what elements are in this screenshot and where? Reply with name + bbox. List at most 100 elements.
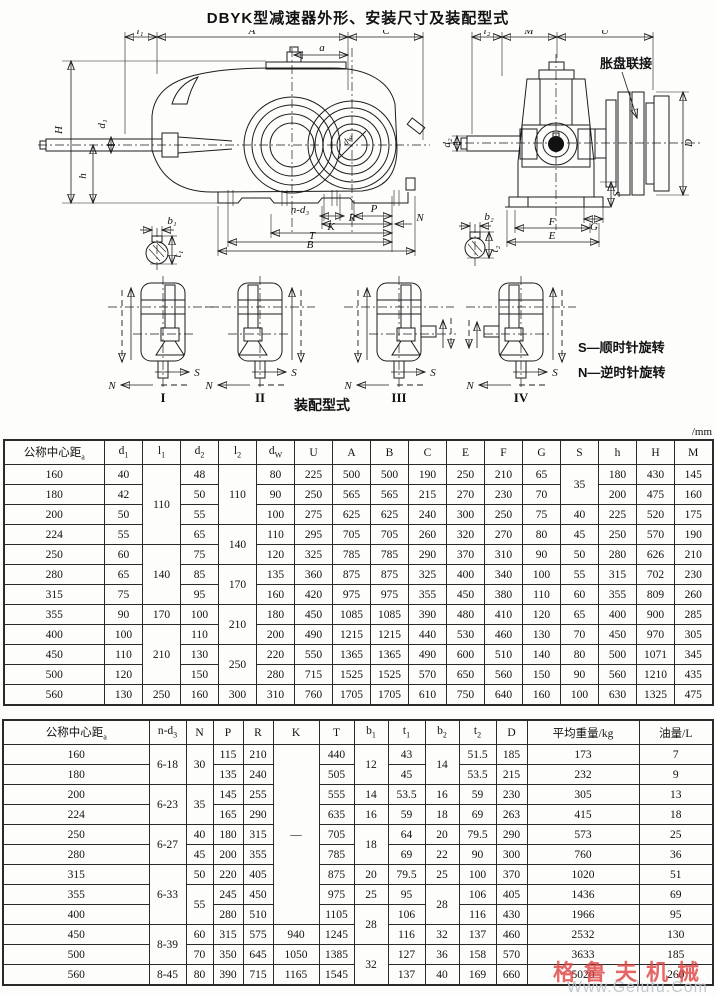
table-cell: 875: [332, 564, 371, 585]
table-cell: 215: [408, 484, 447, 505]
table-cell: 560: [598, 664, 637, 685]
table-cell: 705: [370, 524, 409, 545]
table-cell: 650: [446, 664, 485, 685]
column-header: P: [212, 719, 244, 745]
table-cell: 355: [598, 584, 637, 605]
table-cell: 215: [495, 764, 528, 785]
table-cell: 970: [636, 624, 675, 645]
column-header: T: [318, 719, 355, 745]
dim-label-P: P: [370, 203, 378, 215]
table-cell: 224: [3, 524, 105, 545]
table-cell: 106: [458, 884, 497, 905]
table-cell: 550: [294, 644, 333, 665]
assembly-type-numeral: II: [255, 390, 265, 405]
table-cell: 715: [242, 964, 274, 986]
table-cell: 145: [674, 464, 713, 485]
table-cell: 180: [3, 484, 105, 505]
table-cell: 290: [242, 804, 274, 825]
table-cell: 55: [104, 524, 143, 545]
table-cell: 440: [408, 624, 447, 645]
table-cell: 65: [522, 464, 561, 485]
dim-label-G: G: [590, 221, 598, 233]
table-cell: 18: [638, 804, 714, 825]
table-cell: 100: [104, 624, 143, 645]
table-cell: 530: [446, 624, 485, 645]
table-cell: 570: [408, 664, 447, 685]
table-cell: 555: [318, 784, 355, 805]
table-cell: 325: [408, 564, 447, 585]
table-cell: 450: [446, 584, 485, 605]
table-cell: 785: [370, 544, 409, 565]
table-cell: 7: [638, 744, 714, 765]
table-cell: 975: [318, 884, 355, 905]
table-cell: 173: [526, 744, 640, 765]
table-cell: 90: [522, 544, 561, 565]
column-header: d2: [180, 439, 219, 465]
table-cell: 380: [484, 584, 523, 605]
table-cell: 1020: [526, 864, 640, 885]
table-cell: 263: [495, 804, 528, 825]
table-cell: 130: [104, 684, 143, 706]
table-cell: 400: [3, 624, 105, 645]
assembly-diagram-2: S N II: [204, 276, 315, 405]
table-cell: 420: [294, 584, 333, 605]
table-cell: 560: [2, 964, 150, 986]
column-header: U: [294, 439, 333, 465]
table-cell: 60: [104, 544, 143, 565]
table-cell: 45: [387, 764, 426, 785]
table-cell: 640: [484, 684, 523, 706]
table-cell: 480: [446, 604, 485, 625]
table-cell: 70: [560, 624, 599, 645]
table-cell: 305: [674, 624, 713, 645]
table-cell: 110: [104, 644, 143, 665]
table-cell: 135: [256, 564, 295, 585]
table-cell: 940: [272, 924, 320, 945]
table-cell: 430: [495, 904, 528, 925]
table-cell: 520: [636, 504, 675, 525]
table-cell: 6-33: [148, 864, 187, 925]
table-cell: 280: [2, 844, 150, 865]
assembly-type-numeral: III: [391, 390, 406, 405]
technical-drawing: dw l₁ A C a: [38, 30, 700, 413]
dim-label-S: S: [611, 191, 623, 197]
table-cell: 80: [560, 644, 599, 665]
table-cell: 180: [2, 764, 150, 785]
table-cell: 53.5: [387, 784, 426, 805]
table-cell: 50: [180, 484, 219, 505]
column-header: 公称中心距a: [3, 439, 105, 465]
table-cell: 1215: [370, 624, 409, 645]
table-cell: 573: [526, 824, 640, 845]
table-cell: 50: [185, 864, 214, 885]
table-cell: 25: [424, 864, 460, 885]
table-cell: 575: [242, 924, 274, 945]
dim-label-T: T: [309, 230, 316, 242]
table-cell: 130: [638, 924, 714, 945]
table-cell: 55: [185, 884, 214, 925]
table-cell: 300: [495, 844, 528, 865]
unit-note: /mm: [691, 426, 712, 438]
table-cell: 85: [180, 564, 219, 585]
table-cell: 18: [353, 824, 389, 865]
table-cell: 137: [458, 924, 497, 945]
column-header: l1: [142, 439, 181, 465]
table-cell: 110: [522, 584, 561, 605]
table-cell: 22: [424, 844, 460, 865]
table-cell: 450: [3, 644, 105, 665]
table-cell: 1966: [526, 904, 640, 925]
table-cell: 1545: [318, 964, 355, 986]
table-cell: 55: [180, 504, 219, 525]
column-header: A: [332, 439, 371, 465]
table-cell: 300: [218, 684, 257, 706]
table-cell: 500: [2, 944, 150, 965]
table-cell: 715: [294, 664, 333, 685]
table-cell: 12: [353, 744, 389, 785]
dim-label-l2: l₂: [484, 30, 491, 37]
table-cell: 560: [3, 684, 105, 706]
table-cell: 1210: [636, 664, 675, 685]
rotation-note-n: N—逆时针旋转: [578, 365, 665, 380]
table-cell: 1385: [318, 944, 355, 965]
table-cell: 785: [332, 544, 371, 565]
